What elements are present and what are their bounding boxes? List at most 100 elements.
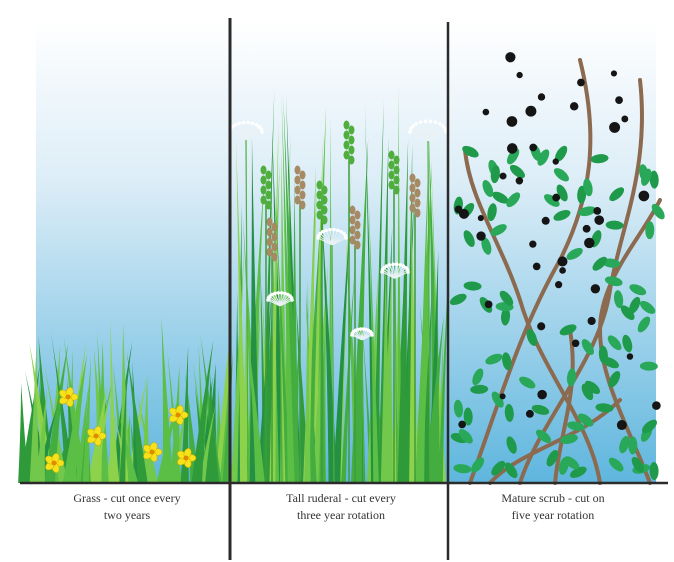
blackberry <box>525 106 536 117</box>
blackberry <box>577 79 585 87</box>
blackberry <box>555 281 562 288</box>
seed-grain <box>350 206 356 215</box>
seed-grain <box>389 171 395 180</box>
seed-grain <box>267 238 273 247</box>
blackberry <box>627 353 633 359</box>
umbel-floret <box>238 121 242 125</box>
seed-grain <box>415 209 421 218</box>
blackberry <box>529 144 537 152</box>
umbel-floret <box>388 263 392 267</box>
blackberry <box>458 421 466 429</box>
umbel-floret <box>324 229 328 233</box>
umbel-floret <box>251 121 255 125</box>
seed-grain <box>394 176 400 185</box>
umbel-floret <box>290 298 294 302</box>
umbel-floret <box>260 130 264 134</box>
blackberry <box>593 207 601 215</box>
seed-grain <box>344 131 350 140</box>
blackberry <box>526 410 534 418</box>
umbel-floret <box>395 262 399 266</box>
umbel-floret <box>411 124 415 128</box>
umbel-floret <box>321 230 325 234</box>
seed-grain <box>300 181 306 190</box>
grass-caption: Grass - cut once every two years <box>22 490 232 524</box>
blackberry <box>538 93 545 100</box>
seed-grain <box>266 181 272 190</box>
blackberry <box>516 177 524 185</box>
mature-scrub-caption-line2: five year rotation <box>448 507 658 524</box>
umbel-floret <box>332 228 336 232</box>
seed-grain <box>415 189 421 198</box>
seed-grain <box>355 241 361 250</box>
seed-grain <box>355 211 361 220</box>
seed-grain <box>295 186 301 195</box>
seed-grain <box>410 194 416 203</box>
mature-scrub-caption: Mature scrub - cut on five year rotation <box>448 490 658 524</box>
flower-center <box>52 461 57 466</box>
blackberry <box>591 284 600 293</box>
blackberry <box>516 72 522 78</box>
umbel-floret <box>280 291 284 295</box>
seed-grain <box>317 201 323 210</box>
seed-grain <box>344 121 350 130</box>
seed-grain <box>266 171 272 180</box>
blackberry <box>507 143 518 154</box>
seed-grain <box>389 161 395 170</box>
blackberry <box>553 158 559 164</box>
mature-scrub-caption-line1: Mature scrub - cut on <box>448 490 658 507</box>
seed-grain <box>350 236 356 245</box>
seed-grain <box>295 196 301 205</box>
seed-grain <box>267 218 273 227</box>
umbel-floret <box>385 264 389 268</box>
blackberry <box>537 322 545 330</box>
seed-grain <box>300 171 306 180</box>
blackberry <box>476 231 485 240</box>
umbel-floret <box>370 333 374 337</box>
umbel-floret <box>414 122 418 126</box>
grass-caption-line1: Grass - cut once every <box>22 490 232 507</box>
seed-grain <box>300 191 306 200</box>
flower-center <box>176 413 181 418</box>
grass-caption-line2: two years <box>22 507 232 524</box>
blackberry <box>594 215 604 225</box>
umbel-floret <box>424 120 428 124</box>
umbel-floret <box>273 292 277 296</box>
blackberry <box>570 102 578 110</box>
seed-grain <box>261 186 267 195</box>
blackberry <box>617 420 627 430</box>
scrub-panel-sky <box>448 20 656 482</box>
blackberry <box>621 116 628 123</box>
blackberry <box>478 215 484 221</box>
seed-grain <box>261 176 267 185</box>
seed-grain <box>415 199 421 208</box>
seed-grain <box>349 126 355 135</box>
blackberry <box>533 263 541 271</box>
blackberry <box>529 240 536 247</box>
seed-grain <box>317 211 323 220</box>
seed-grain <box>344 151 350 160</box>
blackberry <box>588 317 596 325</box>
seed-grain <box>410 184 416 193</box>
blackberry <box>542 217 550 225</box>
blackberry <box>609 122 620 133</box>
umbel-floret <box>408 130 412 134</box>
seed-grain <box>389 151 395 160</box>
umbel-floret <box>276 291 280 295</box>
seed-grain <box>266 191 272 200</box>
blackberry <box>552 194 560 202</box>
seed-grain <box>415 179 421 188</box>
umbel-floret <box>434 120 438 124</box>
seed-grain <box>272 223 278 232</box>
blackberry <box>652 401 661 410</box>
blackberry <box>537 390 547 400</box>
blackberry <box>584 238 594 248</box>
seed-grain <box>355 221 361 230</box>
blackberry <box>455 206 463 214</box>
umbel-floret <box>438 122 442 126</box>
seed-grain <box>295 166 301 175</box>
flower-center <box>66 395 71 400</box>
blackberry <box>507 116 518 127</box>
blackberry <box>583 225 591 233</box>
flower-center <box>94 434 99 439</box>
